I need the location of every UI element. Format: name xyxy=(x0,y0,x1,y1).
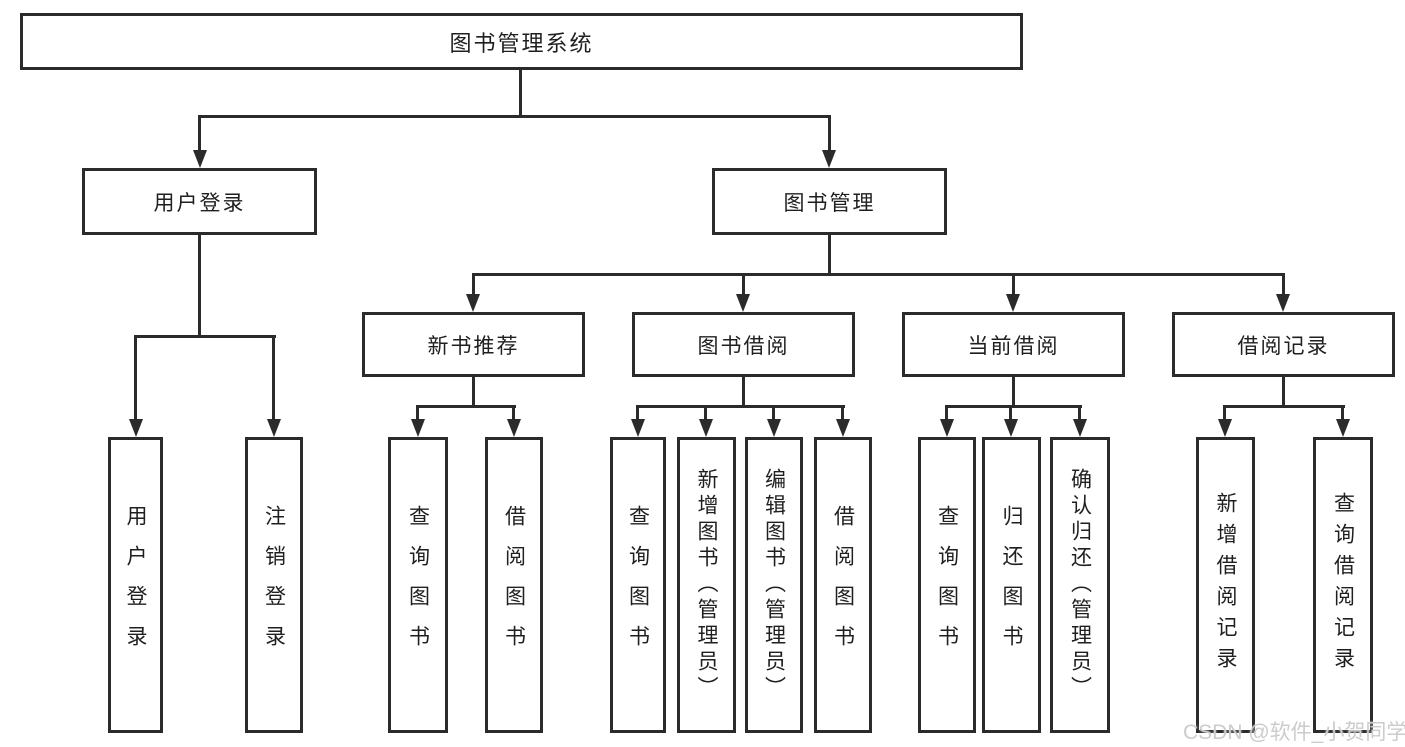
leaf-query-books-newbook: 查询图书 xyxy=(388,437,448,733)
connector-new-book-stem xyxy=(472,377,475,408)
arrowhead-down-icon xyxy=(1006,294,1020,312)
node-label: 用户登录 xyxy=(153,191,246,215)
leaf-edit-books-admin: 编辑图书（管理员） xyxy=(745,437,803,733)
node-label: 当前借阅 xyxy=(967,334,1060,358)
leaf-label: 归还图书 xyxy=(1000,505,1023,665)
leaf-query-books-current: 查询图书 xyxy=(918,437,976,733)
connector-new-book-bar xyxy=(416,405,516,408)
connector-current-borrow-stem xyxy=(1012,377,1015,408)
csdn-watermark: CSDN @软件_小贺同学 xyxy=(1183,721,1405,744)
leaf-add-books-admin: 新增图书（管理员） xyxy=(677,437,736,733)
node-borrow-record: 借阅记录 xyxy=(1172,312,1395,377)
arrowhead-down-icon xyxy=(1218,419,1232,437)
connector-to-leaf xyxy=(1009,407,1012,422)
arrowhead-down-icon xyxy=(507,419,521,437)
connector-root-bar xyxy=(198,115,831,118)
connector-borrow-record-stem xyxy=(1282,377,1285,408)
connector-to-book-borrow xyxy=(742,275,745,297)
connector-book-borrow-stem xyxy=(742,377,745,408)
leaf-confirm-return-admin: 确认归还（管理员） xyxy=(1050,437,1110,733)
node-user-login: 用户登录 xyxy=(82,168,317,235)
connector-to-leaf xyxy=(416,407,419,422)
leaf-label: 用户登录 xyxy=(124,505,147,665)
leaf-return-books: 归还图书 xyxy=(982,437,1041,733)
leaf-label: 编辑图书（管理员） xyxy=(762,468,786,702)
leaf-label: 注销登录 xyxy=(262,505,286,665)
arrowhead-down-icon xyxy=(267,419,281,437)
connector-to-current-borrow xyxy=(1012,275,1015,297)
node-library-management-system: 图书管理系统 xyxy=(20,13,1023,70)
arrowhead-down-icon xyxy=(466,294,480,312)
arrowhead-down-icon xyxy=(1004,419,1018,437)
connector-borrow-record-bar xyxy=(1223,405,1345,408)
node-current-borrow: 当前借阅 xyxy=(902,312,1125,377)
leaf-query-books-borrow: 查询图书 xyxy=(610,437,666,733)
connector-to-leaf xyxy=(636,407,639,422)
connector-to-leaf xyxy=(945,407,948,422)
connector-to-user-login xyxy=(198,117,201,153)
leaf-add-borrow-record: 新增借阅记录 xyxy=(1196,437,1255,733)
arrowhead-down-icon xyxy=(736,294,750,312)
connector-to-leaf xyxy=(1078,407,1081,422)
leaf-logout: 注销登录 xyxy=(245,437,303,733)
arrowhead-down-icon xyxy=(699,419,713,437)
leaf-label: 新增借阅记录 xyxy=(1214,492,1237,678)
connector-to-borrow-record xyxy=(1282,275,1285,297)
leaf-label: 查询借阅记录 xyxy=(1331,492,1355,678)
leaf-user-login: 用户登录 xyxy=(108,437,163,733)
node-new-book-recommend: 新书推荐 xyxy=(362,312,585,377)
arrowhead-down-icon xyxy=(1073,419,1087,437)
connector-to-leaf xyxy=(772,407,775,422)
connector-root-stem xyxy=(519,70,522,118)
arrowhead-down-icon xyxy=(631,419,645,437)
leaf-label: 确认归还（管理员） xyxy=(1068,468,1092,702)
arrowhead-down-icon xyxy=(767,419,781,437)
connector-book-mgmt-stem xyxy=(828,235,831,276)
connector-user-login-bar xyxy=(134,335,276,338)
connector-to-leaf xyxy=(512,407,515,422)
connector-to-leaf xyxy=(272,337,275,421)
connector-book-borrow-bar xyxy=(636,405,845,408)
connector-to-book-mgmt xyxy=(828,117,831,153)
leaf-label: 借阅图书 xyxy=(502,505,526,665)
node-label: 新书推荐 xyxy=(427,334,520,358)
node-label: 图书借阅 xyxy=(697,334,790,358)
node-label: 借阅记录 xyxy=(1237,334,1330,358)
connector-current-borrow-bar xyxy=(945,405,1082,408)
connector-to-leaf xyxy=(134,337,137,421)
arrowhead-down-icon xyxy=(129,419,143,437)
node-label: 图书管理 xyxy=(783,191,876,215)
arrowhead-down-icon xyxy=(411,419,425,437)
node-book-borrow: 图书借阅 xyxy=(632,312,855,377)
connector-book-mgmt-bar xyxy=(472,273,1285,276)
arrowhead-down-icon xyxy=(822,150,836,168)
connector-to-leaf xyxy=(704,407,707,422)
connector-to-leaf xyxy=(1341,407,1344,422)
node-book-management: 图书管理 xyxy=(712,168,947,235)
leaf-query-borrow-record: 查询借阅记录 xyxy=(1313,437,1373,733)
arrowhead-down-icon xyxy=(836,419,850,437)
connector-to-leaf xyxy=(1223,407,1226,422)
arrowhead-down-icon xyxy=(940,419,954,437)
node-label: 图书管理系统 xyxy=(449,30,594,56)
leaf-borrow-books: 借阅图书 xyxy=(814,437,872,733)
leaf-borrow-books-newbook: 借阅图书 xyxy=(485,437,543,733)
leaf-label: 查询图书 xyxy=(406,505,430,665)
arrowhead-down-icon xyxy=(1276,294,1290,312)
leaf-label: 借阅图书 xyxy=(831,505,855,665)
leaf-label: 查询图书 xyxy=(935,505,959,665)
arrowhead-down-icon xyxy=(1336,419,1350,437)
connector-to-leaf xyxy=(841,407,844,422)
connector-to-new-book xyxy=(472,275,475,297)
arrowhead-down-icon xyxy=(193,150,207,168)
leaf-label: 新增图书（管理员） xyxy=(695,468,718,702)
leaf-label: 查询图书 xyxy=(626,505,650,665)
connector-user-login-stem xyxy=(198,235,201,338)
